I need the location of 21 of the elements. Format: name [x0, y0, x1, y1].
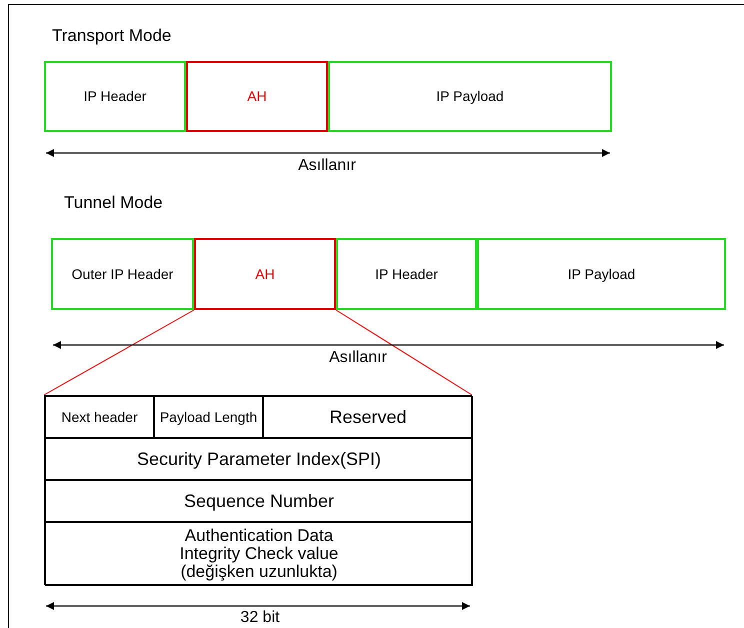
- dimension-label: 32 bit: [240, 609, 280, 627]
- expansion-line: [336, 310, 472, 396]
- table-cell: Payload Length: [154, 396, 263, 438]
- header-field: Outer IP Header: [51, 238, 194, 310]
- header-format-table: [44, 395, 472, 585]
- section-title: Tunnel Mode: [64, 193, 163, 213]
- payload-field: IP Payload: [328, 61, 612, 132]
- table-cell: Sequence Number: [45, 480, 473, 522]
- header-field: IP Header: [44, 61, 186, 132]
- expansion-line: [44, 310, 194, 396]
- table-cell: Security Parameter Index(SPI): [45, 438, 473, 480]
- dimension-label: Asıllanır: [298, 157, 356, 175]
- table-cell: Authentication Data Integrity Check value (değişken uzunlukta): [45, 522, 473, 586]
- dimension-label: Asıllanır: [329, 349, 387, 367]
- section-title: Transport Mode: [52, 26, 172, 46]
- header-field: IP Header: [336, 238, 477, 310]
- table-cell: Next header: [45, 396, 154, 438]
- payload-field: IP Payload: [477, 238, 726, 310]
- header-field: AH: [194, 238, 336, 310]
- table-cell: Reserved: [263, 396, 473, 438]
- header-field: AH: [186, 61, 328, 132]
